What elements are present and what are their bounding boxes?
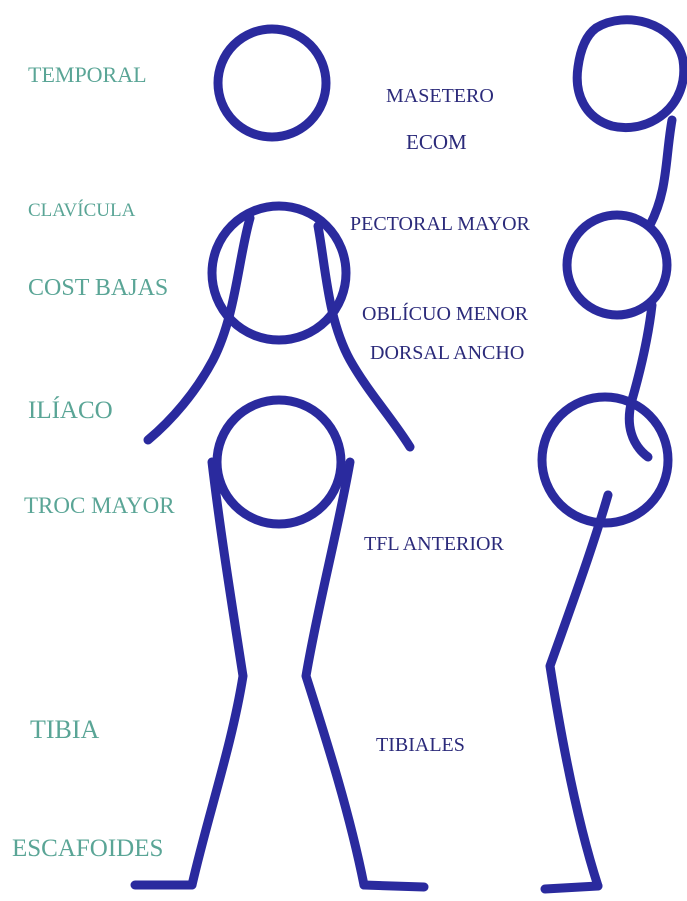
front-head bbox=[218, 29, 326, 137]
front-left-leg bbox=[192, 462, 243, 885]
label-escafoides: ESCAFOIDES bbox=[12, 836, 163, 861]
label-tfl-anterior: TFL ANTERIOR bbox=[364, 534, 504, 554]
label-tibiales: TIBIALES bbox=[376, 735, 465, 755]
label-clavicula: CLAVÍCULA bbox=[28, 201, 135, 220]
label-tibia: TIBIA bbox=[30, 717, 99, 743]
side-ribcage bbox=[567, 215, 667, 315]
label-masetero: MASETERO bbox=[386, 86, 494, 106]
front-right-arm bbox=[318, 226, 410, 447]
side-foot bbox=[545, 886, 598, 889]
side-spine-lower bbox=[629, 305, 652, 457]
front-right-leg bbox=[306, 462, 364, 885]
label-oblicuo-menor: OBLÍCUO MENOR bbox=[362, 304, 528, 324]
label-dorsal-ancho: DORSAL ANCHO bbox=[370, 343, 524, 363]
label-ecom: ECOM bbox=[406, 132, 467, 153]
front-pelvis bbox=[217, 400, 341, 524]
label-temporal: TEMPORAL bbox=[28, 64, 147, 86]
side-leg bbox=[550, 495, 608, 886]
front-right-foot bbox=[364, 885, 424, 887]
label-pectoral-mayor: PECTORAL MAYOR bbox=[350, 214, 530, 234]
side-head bbox=[577, 20, 684, 128]
label-iliaco: ILÍACO bbox=[28, 398, 113, 423]
label-troc-mayor: TROC MAYOR bbox=[24, 494, 175, 517]
side-neck-spine bbox=[650, 120, 672, 225]
label-cost-bajas: COST BAJAS bbox=[28, 276, 168, 300]
